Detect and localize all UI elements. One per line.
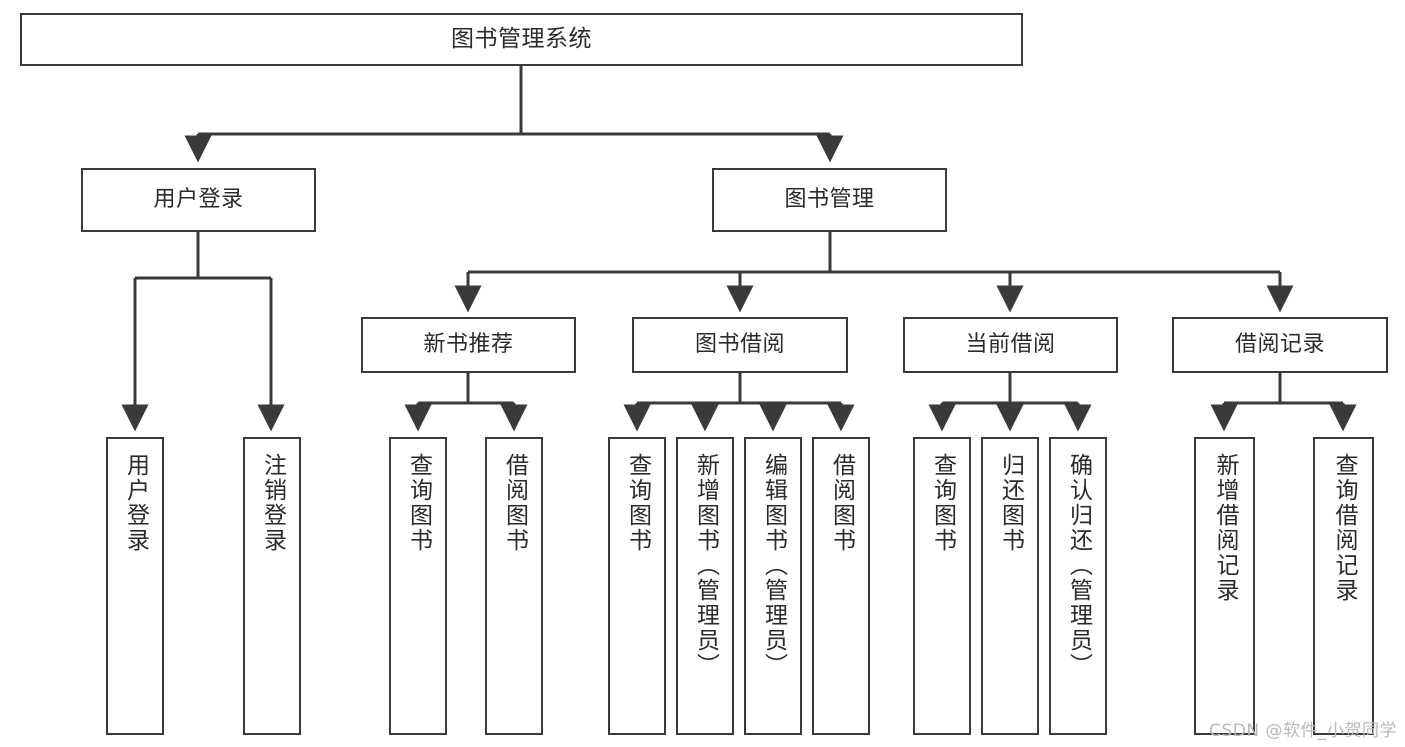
node-label: 查询借阅记录 [1331,453,1357,603]
leaf-add-book[interactable]: 新增图书（管理员） [676,437,734,735]
node-label: 新增图书（管理员） [692,453,719,678]
node-label: 新增借阅记录 [1212,453,1238,603]
node-label: 用户登录 [122,453,149,553]
node-borrow-record[interactable]: 借阅记录 [1172,317,1388,373]
leaf-logout-login[interactable]: 注销登录 [243,437,301,735]
node-label: 借阅图书 [828,453,855,553]
node-root-book-management-system[interactable]: 图书管理系统 [20,13,1023,66]
leaf-borrow-book-2[interactable]: 借阅图书 [812,437,870,735]
node-label: 新书推荐 [423,332,514,358]
node-label: 确认归还（管理员） [1065,453,1092,678]
node-current-borrow[interactable]: 当前借阅 [903,317,1118,373]
leaf-add-record[interactable]: 新增借阅记录 [1194,437,1255,735]
node-label: 归还图书 [997,453,1024,553]
node-label: 用户登录 [153,187,244,213]
leaf-query-book-3[interactable]: 查询图书 [913,437,971,735]
node-book-borrow[interactable]: 图书借阅 [632,317,848,373]
leaf-query-record[interactable]: 查询借阅记录 [1313,437,1374,735]
leaf-query-book-2[interactable]: 查询图书 [608,437,666,735]
node-label: 查询图书 [624,453,651,553]
leaf-query-book-1[interactable]: 查询图书 [389,437,447,735]
leaf-return-book[interactable]: 归还图书 [981,437,1039,735]
node-label: 编辑图书（管理员） [760,453,787,678]
node-label: 借阅图书 [501,453,528,553]
node-label: 查询图书 [405,453,432,553]
leaf-edit-book[interactable]: 编辑图书（管理员） [744,437,802,735]
node-label: 图书借阅 [694,332,785,358]
node-new-book-recommend[interactable]: 新书推荐 [361,317,576,373]
node-label: 当前借阅 [965,332,1056,358]
node-label: 图书管理系统 [451,26,592,53]
node-label: 查询图书 [929,453,956,553]
node-user-login[interactable]: 用户登录 [81,168,316,232]
node-label: 借阅记录 [1234,332,1325,358]
node-label: 注销登录 [259,453,286,553]
leaf-confirm-return[interactable]: 确认归还（管理员） [1049,437,1107,735]
node-label: 图书管理 [784,187,875,213]
leaf-user-login[interactable]: 用户登录 [106,437,164,735]
leaf-borrow-book-1[interactable]: 借阅图书 [485,437,543,735]
csdn-watermark: CSDN @软件_小贺同学 [1209,721,1397,741]
node-book-manage[interactable]: 图书管理 [712,168,947,232]
